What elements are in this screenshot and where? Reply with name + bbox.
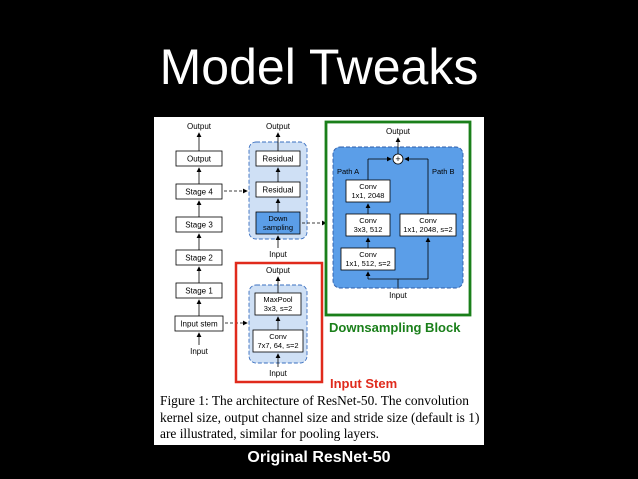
main-box-stage1: Stage 1 [175, 282, 223, 299]
ds-path-a: Path A [337, 167, 359, 176]
stem-box-maxpool: MaxPool 3x3, s=2 [254, 292, 302, 316]
main-column: Output Output Stage 4 Stage 3 Stage 2 [174, 122, 224, 356]
stage-box-downsampling: Down sampling [255, 211, 301, 235]
svg-text:Residual: Residual [262, 186, 293, 195]
svg-text:Conv: Conv [359, 182, 377, 191]
svg-text:MaxPool: MaxPool [263, 295, 293, 304]
stage-output-label: Output [266, 122, 291, 131]
ds-conv-a2: Conv 3x3, 512 [345, 213, 391, 237]
ds-conv-a1: Conv 1x1, 2048 [345, 179, 391, 203]
ds-path-b: Path B [432, 167, 455, 176]
main-box-stage3: Stage 3 [175, 216, 223, 233]
stage-input-label: Input [269, 250, 288, 259]
figure-caption: Figure 1: The architecture of ResNet-50.… [160, 393, 482, 443]
ds-conv-b: Conv 1x1, 2048, s=2 [399, 213, 457, 237]
svg-text:1x1, 512, s=2: 1x1, 512, s=2 [345, 259, 390, 268]
stem-column: Output MaxPool 3x3, s=2 Conv 7x7, 64, s=… [248, 266, 308, 378]
ds-input-label: Input [389, 291, 408, 300]
svg-text:Input stem: Input stem [180, 320, 218, 329]
svg-text:3x3, 512: 3x3, 512 [354, 225, 383, 234]
svg-text:Output: Output [187, 155, 212, 164]
svg-text:Down: Down [268, 214, 287, 223]
stem-box-conv: Conv 7x7, 64, s=2 [252, 329, 304, 353]
ds-plus: + [395, 154, 400, 164]
bottom-caption: Original ResNet-50 [247, 449, 391, 466]
svg-text:sampling: sampling [263, 223, 293, 232]
stage-box-residual-1: Residual [255, 150, 301, 167]
input-stem-highlight [234, 261, 324, 384]
svg-text:Conv: Conv [359, 216, 377, 225]
caption-line-3: are illustrated, similar for pooling lay… [160, 426, 380, 441]
main-box-stage4: Stage 4 [175, 183, 223, 200]
caption-line-2: kernel size, output channel size and str… [160, 409, 480, 425]
main-box-output: Output [175, 150, 223, 167]
input-stem-label: Input Stem [330, 376, 397, 391]
svg-text:3x3, s=2: 3x3, s=2 [264, 304, 293, 313]
downsampling-block-label: Downsampling Block [329, 320, 461, 335]
ds-output-label: Output [386, 127, 411, 136]
stage-box-residual-2: Residual [255, 181, 301, 198]
downsampling-block: Output + Path A Path B Conv 1x1, 2048 Co… [332, 127, 464, 300]
stem-input-label: Input [269, 369, 288, 378]
svg-text:Residual: Residual [262, 155, 293, 164]
downsampling-highlight [324, 120, 472, 317]
architecture-diagram: Output Output Stage 4 Stage 3 Stage 2 [174, 120, 472, 391]
svg-text:Stage 1: Stage 1 [185, 287, 213, 296]
main-box-input-stem: Input stem [174, 315, 224, 332]
stem-output-label: Output [266, 266, 291, 275]
main-input-label: Input [190, 347, 209, 356]
resnet-figure: Output Output Stage 4 Stage 3 Stage 2 [154, 117, 484, 445]
main-output-label: Output [187, 122, 212, 131]
svg-text:1x1, 2048, s=2: 1x1, 2048, s=2 [403, 225, 452, 234]
svg-text:7x7, 64, s=2: 7x7, 64, s=2 [257, 341, 298, 350]
svg-text:Stage 2: Stage 2 [185, 254, 213, 263]
svg-text:Conv: Conv [419, 216, 437, 225]
svg-text:1x1, 2048: 1x1, 2048 [352, 191, 385, 200]
svg-text:Stage 3: Stage 3 [185, 221, 213, 230]
svg-text:Conv: Conv [269, 332, 287, 341]
main-box-stage2: Stage 2 [175, 249, 223, 266]
svg-text:Stage 4: Stage 4 [185, 188, 213, 197]
stage-column: Output Residual Residual Down sampling I… [248, 122, 327, 259]
ds-conv-a3: Conv 1x1, 512, s=2 [340, 247, 396, 271]
slide-title: Model Tweaks [159, 39, 479, 95]
svg-text:Conv: Conv [359, 250, 377, 259]
caption-line-1: Figure 1: The architecture of ResNet-50.… [160, 393, 469, 408]
